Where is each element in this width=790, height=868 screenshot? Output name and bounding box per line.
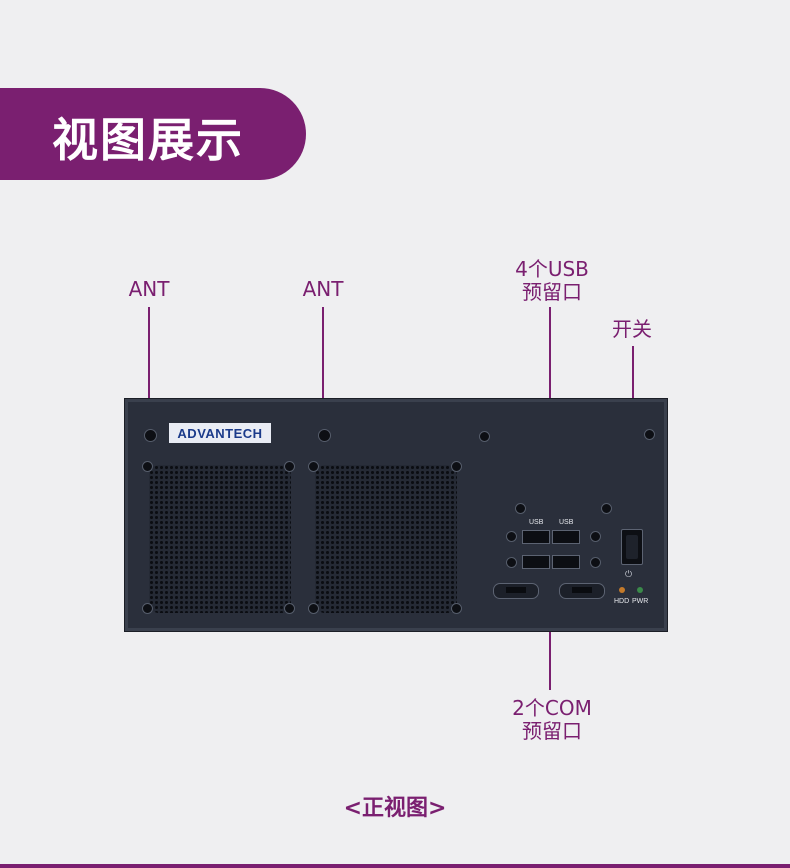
leader-line-ant-left	[148, 307, 150, 427]
callout-switch: 开关	[612, 317, 652, 341]
screw-icon	[506, 531, 517, 542]
bottom-divider	[0, 864, 790, 868]
device-front-panel: ADVANTECH USB USB ⏻ HDD PWR	[124, 398, 668, 632]
hdd-led-icon	[619, 587, 625, 593]
callout-usb-line2: 预留口	[522, 280, 582, 304]
leader-line-ant-right	[322, 307, 324, 427]
hdd-led-label: HDD	[614, 598, 630, 605]
screw-icon	[284, 603, 295, 614]
screw-icon	[590, 557, 601, 568]
screw-icon	[451, 461, 462, 472]
screw-icon	[308, 461, 319, 472]
brand-logo-text: ADVANTECH	[177, 425, 263, 441]
callout-ant-right: ANT	[302, 277, 344, 301]
usb-port	[552, 530, 580, 544]
screw-icon	[601, 503, 612, 514]
screw-icon	[479, 431, 490, 442]
screw-icon	[590, 531, 601, 542]
screw-icon	[142, 603, 153, 614]
screw-icon	[506, 557, 517, 568]
screw-icon	[142, 461, 153, 472]
header-banner: 视图展示	[0, 88, 306, 180]
callout-com-line1: 2个COM	[512, 696, 592, 720]
view-caption: <正视图>	[343, 796, 447, 821]
page-title: 视图展示	[52, 113, 244, 167]
usb-port	[522, 530, 550, 544]
pwr-led-icon	[637, 587, 643, 593]
callout-ant-left: ANT	[128, 277, 170, 301]
screw-icon	[308, 603, 319, 614]
brand-logo: ADVANTECH	[169, 423, 271, 443]
callout-usb: 4个USB 预留口	[506, 258, 598, 304]
callout-usb-line1: 4个USB	[515, 257, 589, 281]
usb-port-label: USB	[559, 519, 574, 526]
usb-port	[552, 555, 580, 569]
pwr-led-label: PWR	[632, 598, 649, 605]
usb-port-label: USB	[529, 519, 544, 526]
com-port	[559, 583, 605, 599]
screw-icon	[644, 429, 655, 440]
antenna-port-left-icon	[144, 429, 157, 442]
screw-icon	[451, 603, 462, 614]
com-port	[493, 583, 539, 599]
callout-com-line2: 预留口	[522, 719, 582, 743]
screw-icon	[284, 461, 295, 472]
fan-grille-right	[315, 465, 457, 613]
screw-icon	[515, 503, 526, 514]
callout-com: 2个COM 预留口	[504, 697, 600, 743]
leader-line-com	[549, 590, 551, 690]
fan-grille-left	[149, 465, 291, 613]
power-switch[interactable]	[621, 529, 643, 565]
antenna-port-right-icon	[318, 429, 331, 442]
usb-port	[522, 555, 550, 569]
power-icon: ⏻	[625, 569, 633, 579]
